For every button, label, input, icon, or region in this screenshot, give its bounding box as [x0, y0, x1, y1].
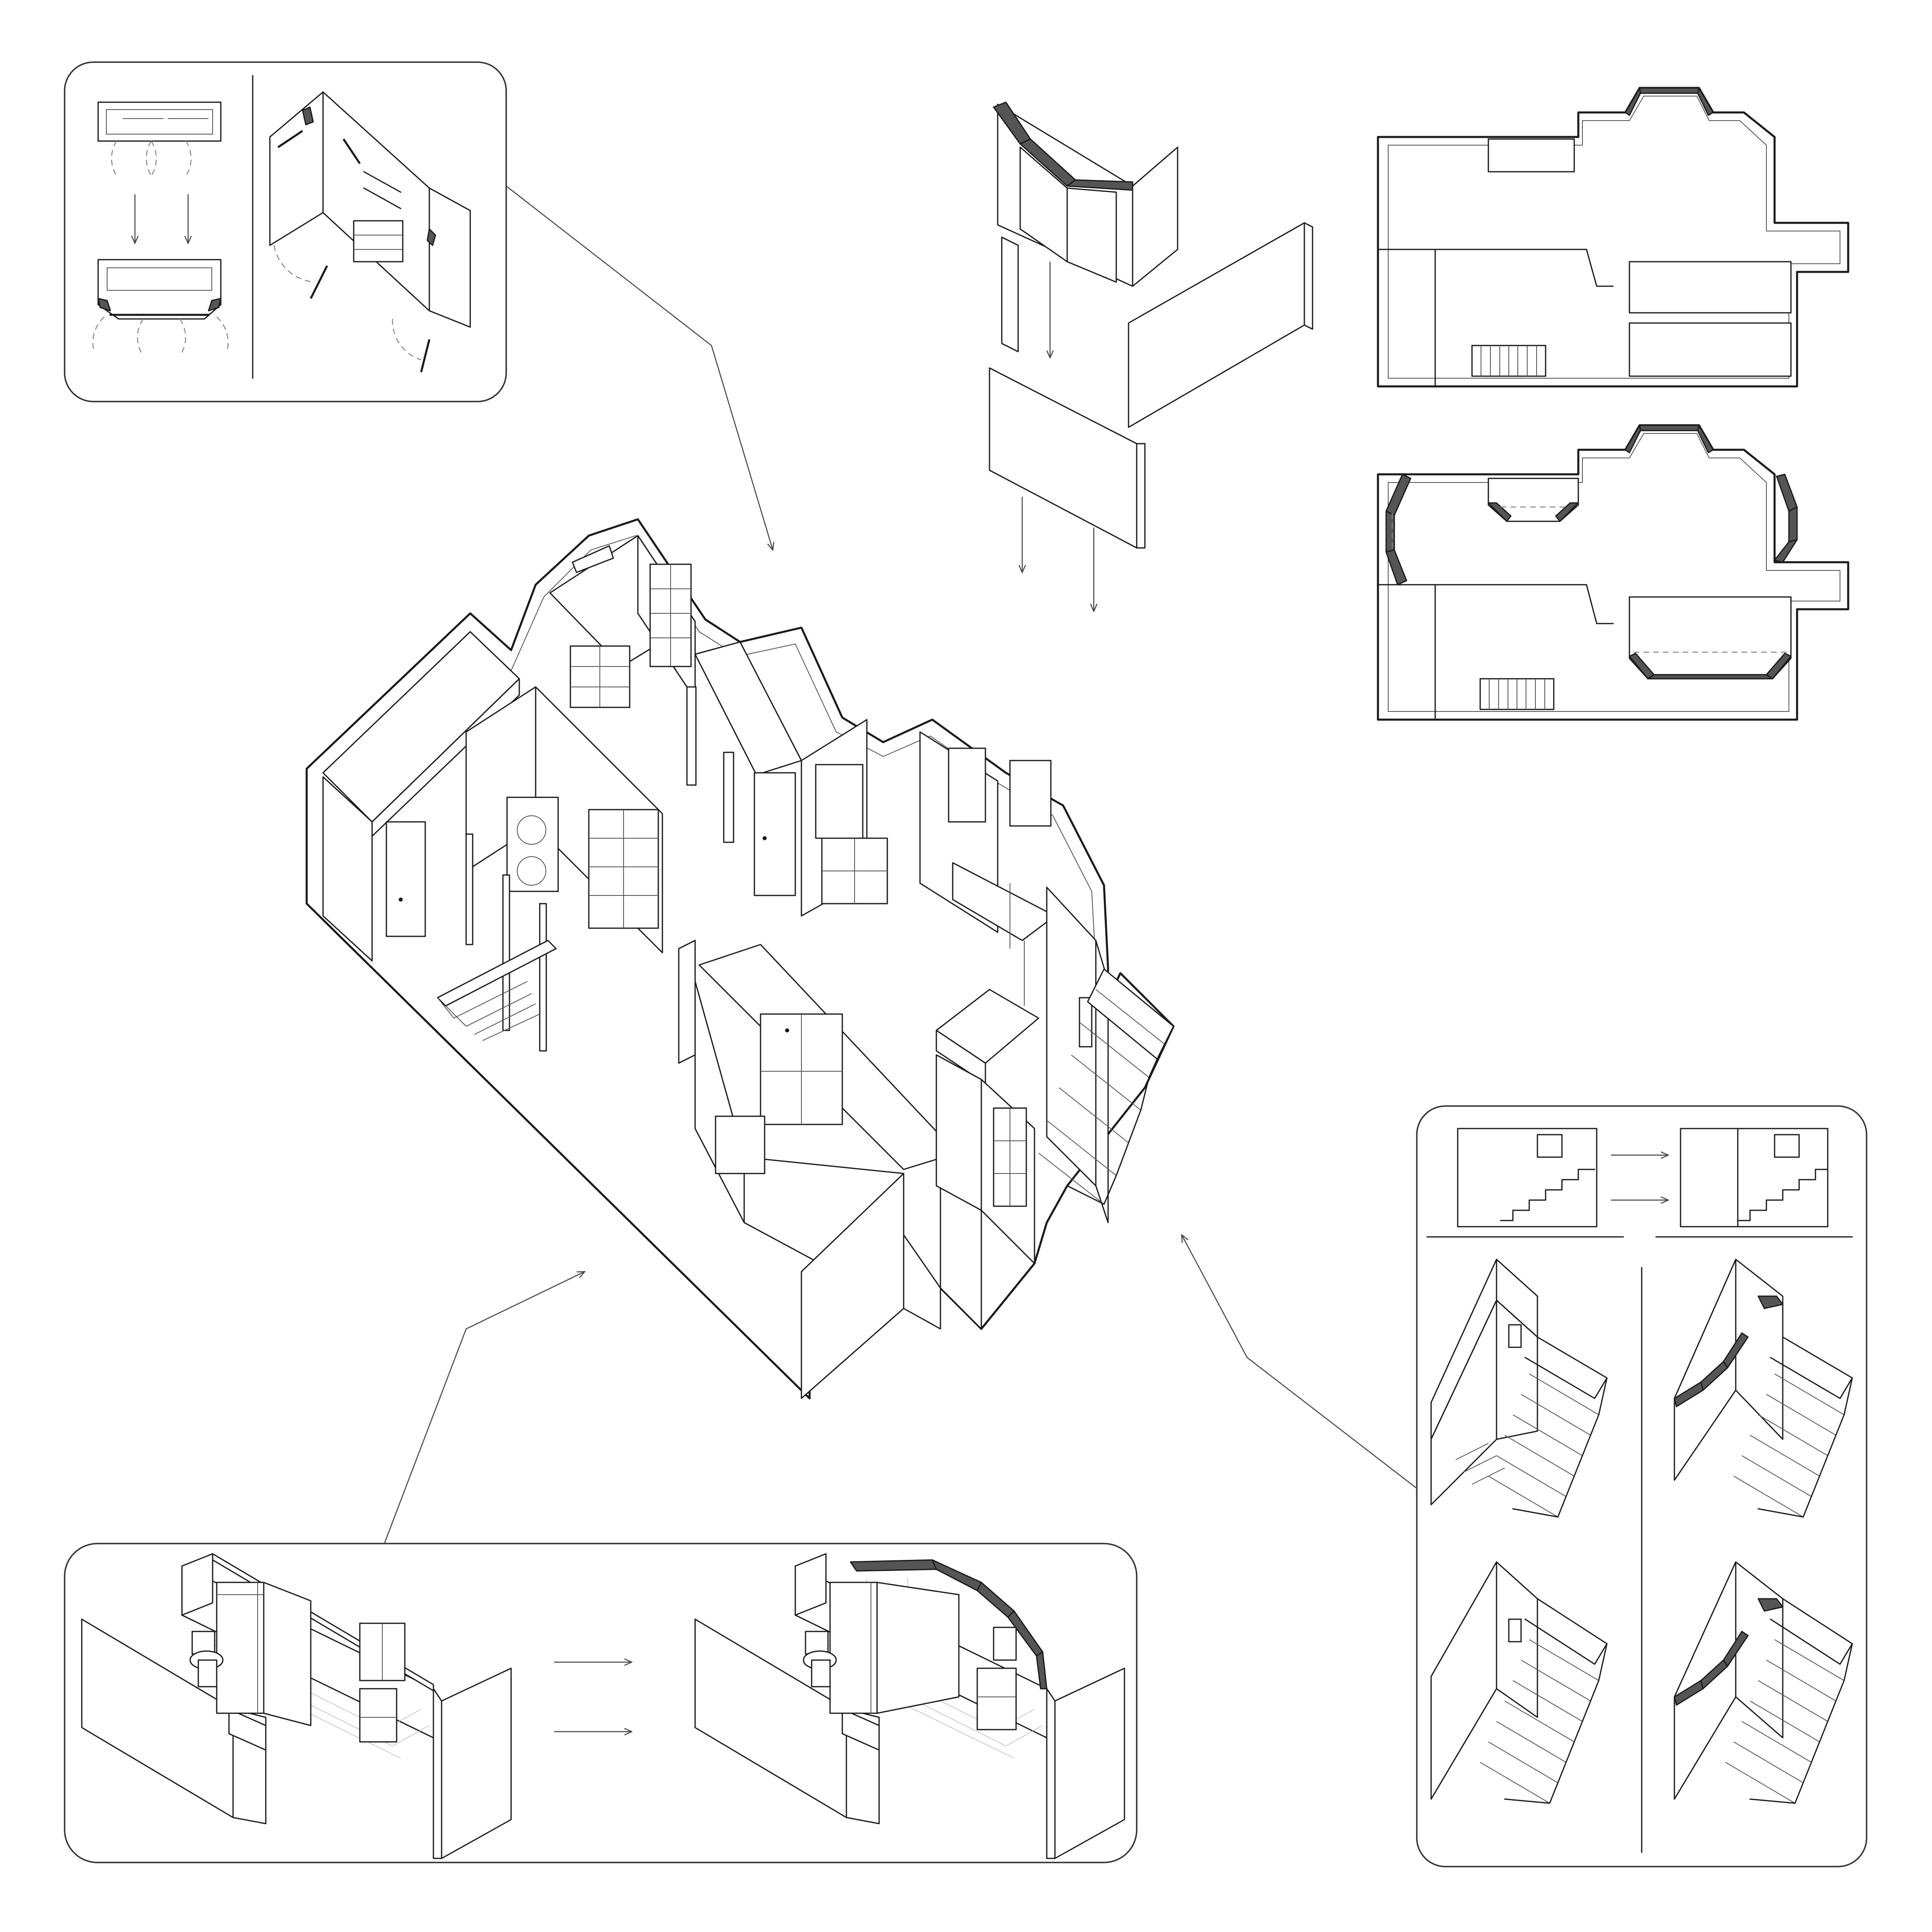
entry-plan-after [92, 259, 229, 356]
callout-panel-bathroom [64, 1543, 1138, 1863]
leader-lines [384, 186, 1417, 1544]
exploded-wall-segments [989, 101, 1313, 611]
plan-after-stairs [1479, 678, 1555, 710]
bathroom-iso-after [694, 1553, 1125, 1859]
floor-plan-before [1377, 87, 1849, 388]
stair-iso-after-b [1674, 1561, 1853, 1804]
floor-plan-after [1377, 424, 1849, 721]
main-stair-right [1038, 968, 1174, 1205]
entry-plan-before [97, 101, 222, 243]
main-axonometric-cutaway [305, 518, 1175, 1400]
stair-iso-before-a [1430, 1259, 1608, 1518]
stair-iso-before-b [1430, 1561, 1608, 1804]
entry-iso-closet [269, 91, 471, 372]
bathroom-iso-before [81, 1553, 512, 1859]
plan-before-stairs [1471, 345, 1546, 377]
stair-iso-after-a [1674, 1259, 1853, 1518]
open-stair-left [437, 940, 557, 1041]
callout-panel-stair [1416, 1105, 1867, 1867]
callout-panel-entry [64, 61, 507, 402]
